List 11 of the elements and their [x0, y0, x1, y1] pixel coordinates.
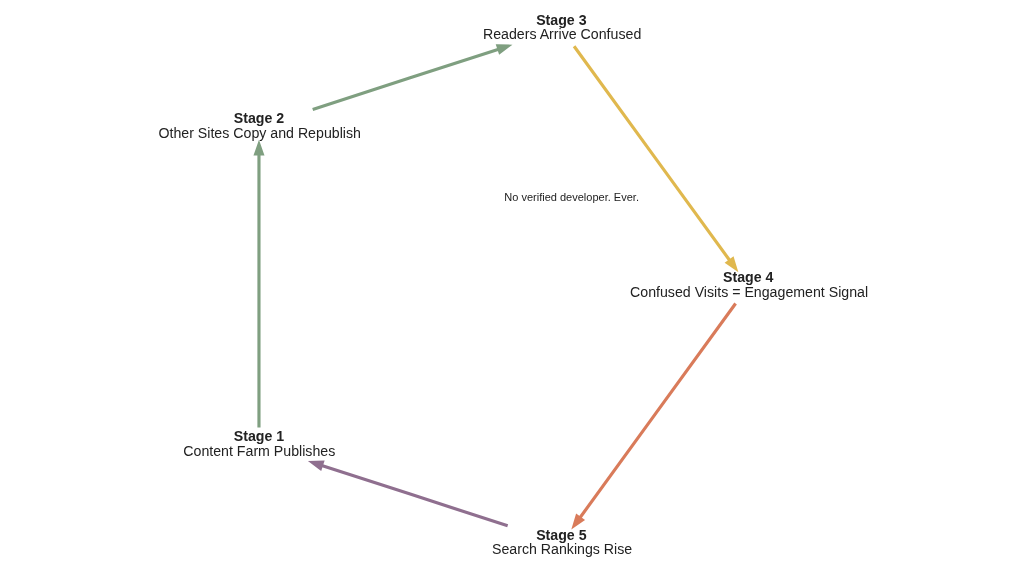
node-text: Stage 5 Search Rankings Rise — [491, 526, 632, 557]
arrow — [572, 45, 738, 273]
node-text: Stage 1 Content Farm Publishes — [182, 428, 335, 459]
arrow — [252, 139, 264, 428]
arrow — [311, 44, 512, 112]
node-text: Stage 3 Readers Arrive Confused — [482, 12, 641, 43]
label: No verified developer. Ever. — [503, 191, 639, 204]
node-text: Stage 2 Other Sites Copy and Republish — [157, 110, 361, 141]
arrow — [570, 302, 737, 530]
arrow — [307, 460, 508, 528]
node-text: Stage 4 Confused Visits = Engagement Signal — [629, 269, 868, 300]
